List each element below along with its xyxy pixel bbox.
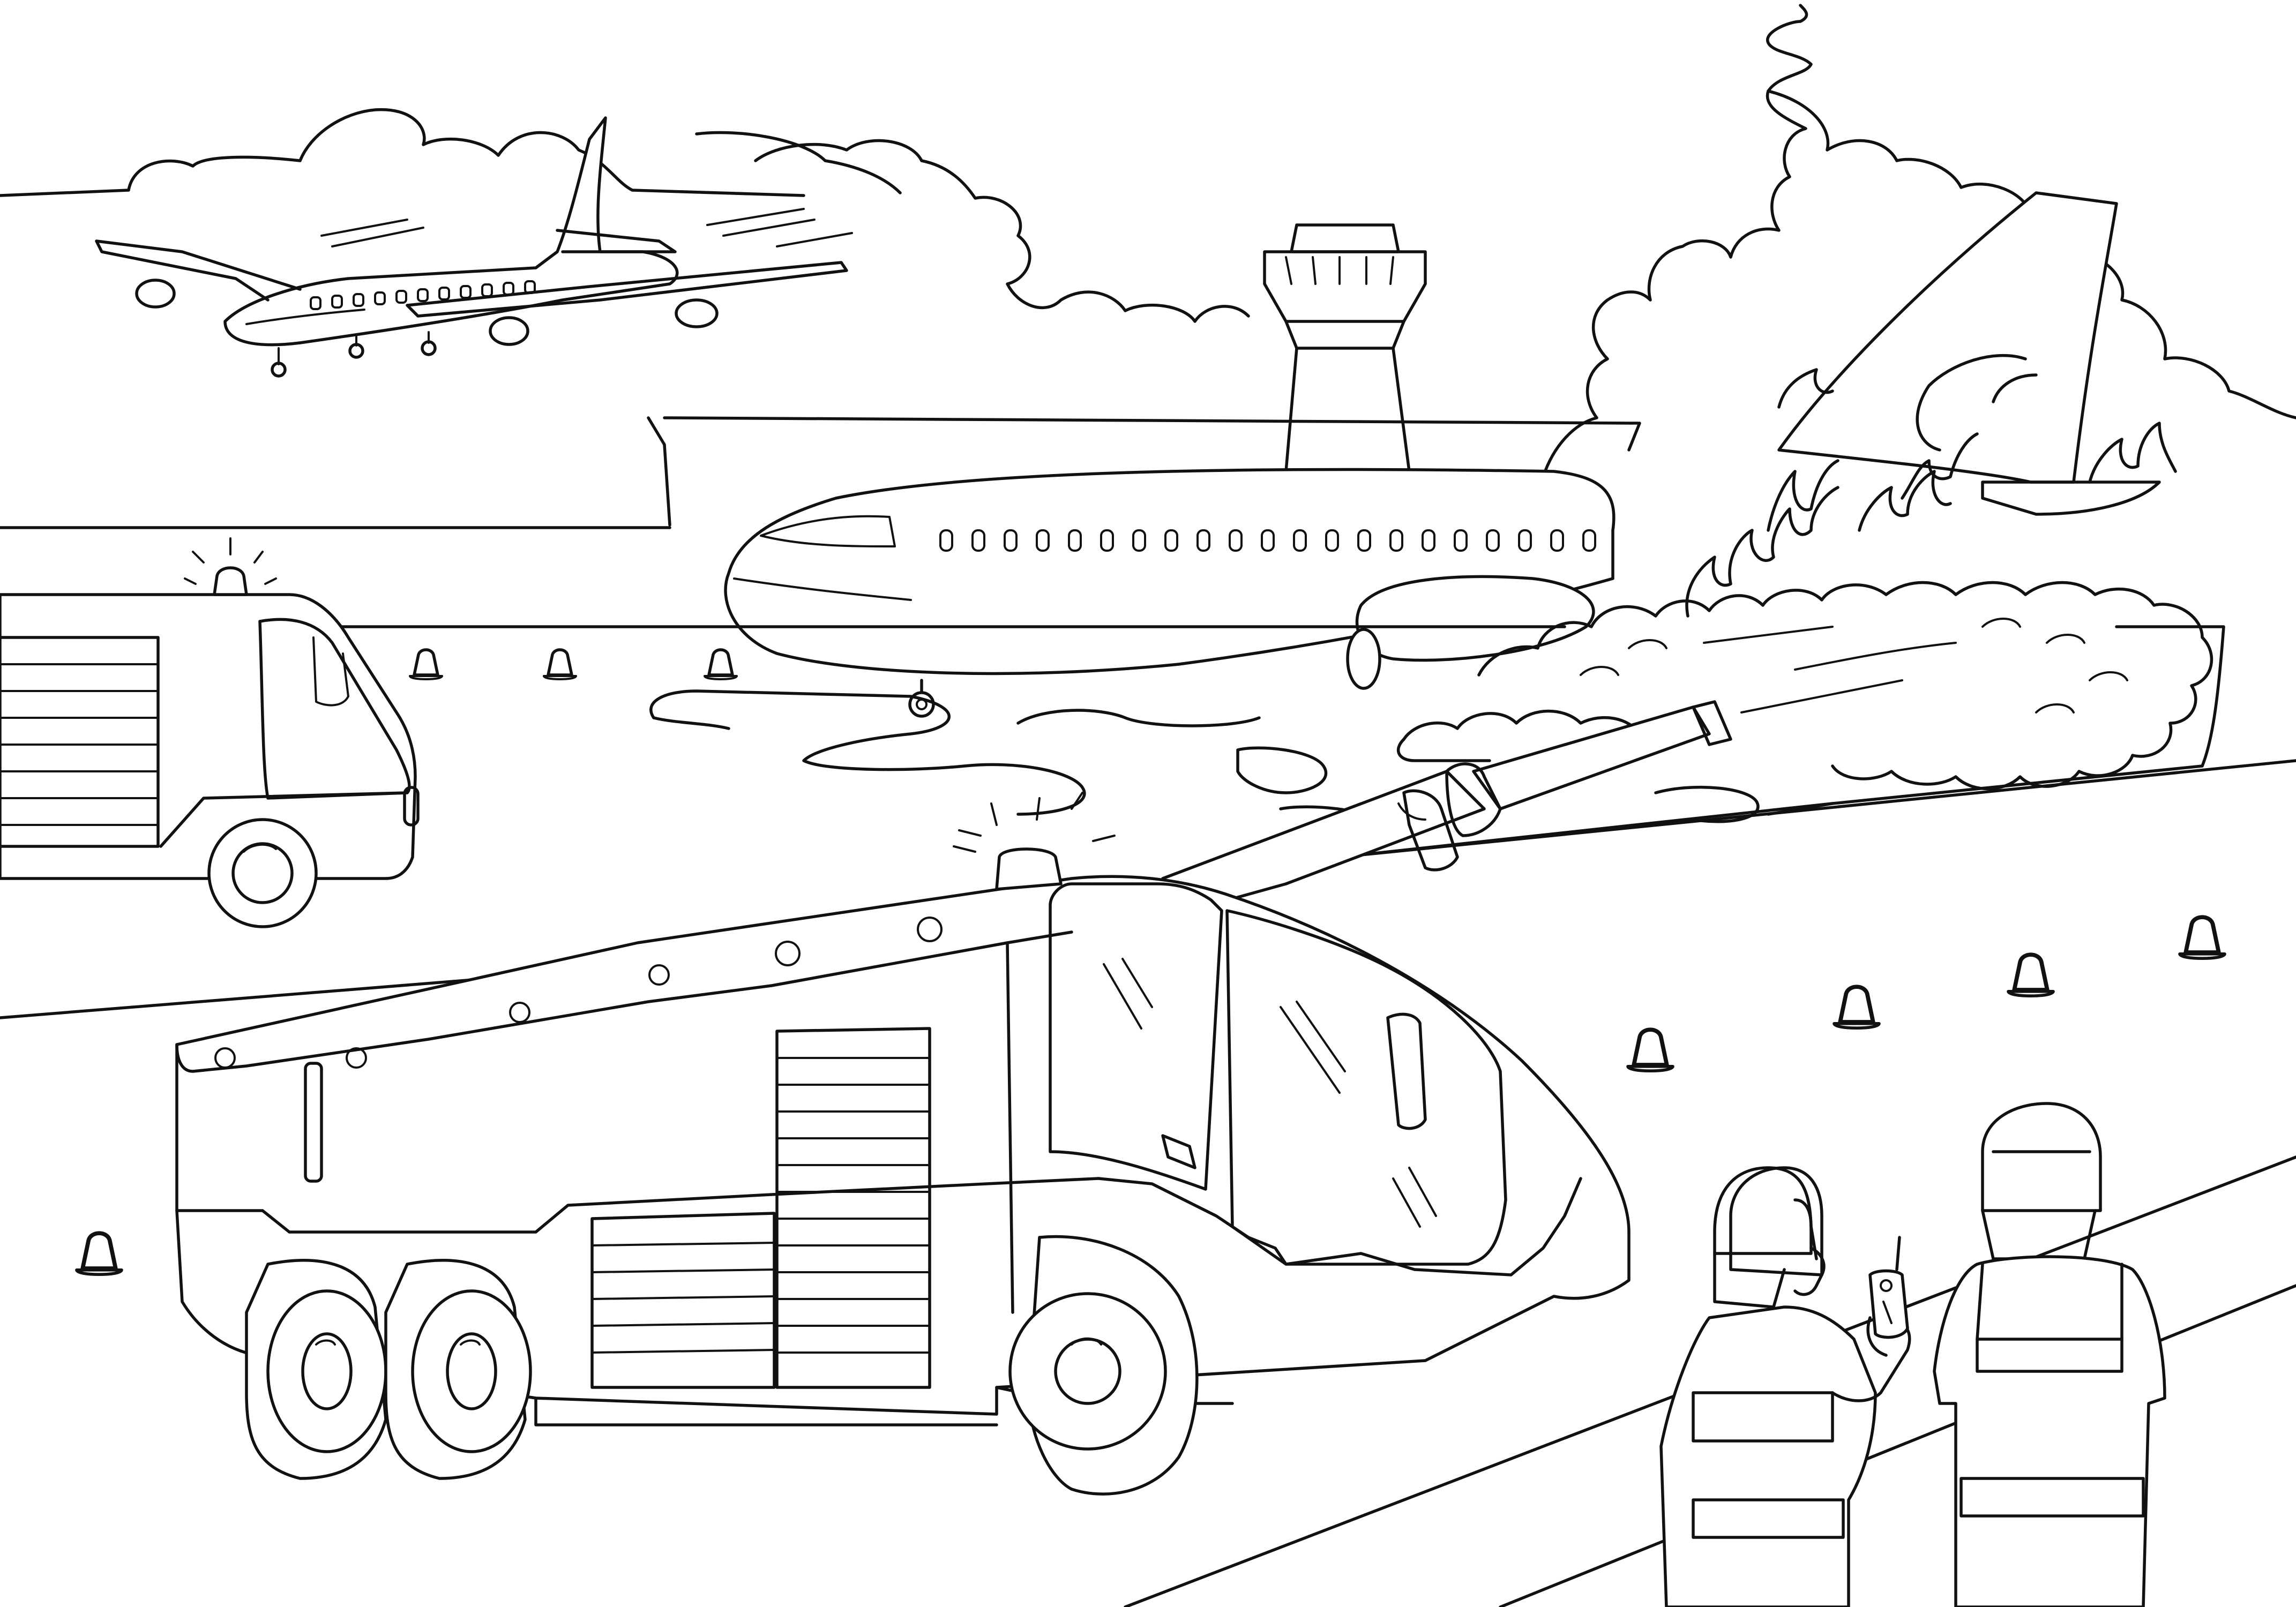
fire-flames-icon — [1685, 368, 2177, 618]
burning-airplane-windows — [939, 529, 1596, 552]
traffic-cone-icon — [2007, 952, 2055, 997]
cab-window-left — [1049, 882, 1223, 1191]
cab-window-right — [1225, 909, 1507, 1266]
rear-engine-beacon-icon — [184, 537, 277, 596]
traffic-cone-icon — [1833, 985, 1881, 1030]
engine-icon — [135, 279, 176, 309]
airplane-windows — [310, 280, 536, 310]
rear-fire-engine — [0, 537, 420, 928]
walkie-talkie-icon — [1868, 1236, 1909, 1339]
main-tender-beacon-icon — [953, 792, 1116, 891]
traffic-cone-icon — [2178, 915, 2226, 960]
wheel-icon — [384, 1259, 532, 1480]
traffic-cone-icon — [75, 1231, 123, 1276]
engine-icon — [1346, 628, 1381, 690]
traffic-cone-icon — [1626, 1027, 1674, 1072]
engine-icon — [675, 298, 719, 328]
traffic-cone-icon — [704, 648, 738, 680]
cloud-left — [0, 108, 902, 197]
traffic-cones — [75, 648, 2226, 1276]
water-cannon — [1161, 700, 1732, 912]
wheel-icon — [1008, 1235, 1199, 1496]
flying-airplane — [95, 116, 853, 378]
cloud-middle — [754, 139, 1250, 323]
firefighter-with-radio — [1659, 1166, 1911, 1607]
terminal-building — [0, 416, 1641, 529]
engine-icon — [489, 316, 529, 346]
airplane-tail — [1777, 191, 2161, 516]
wheel-icon — [207, 818, 318, 928]
wheel-icon — [245, 1259, 387, 1480]
traffic-cone-icon — [409, 648, 443, 680]
control-tower — [1263, 223, 1427, 473]
burning-airplane — [724, 191, 2161, 718]
main-crash-tender — [175, 792, 1631, 1496]
firefighter-watching — [1933, 1102, 2166, 1607]
traffic-cone-icon — [543, 648, 577, 680]
